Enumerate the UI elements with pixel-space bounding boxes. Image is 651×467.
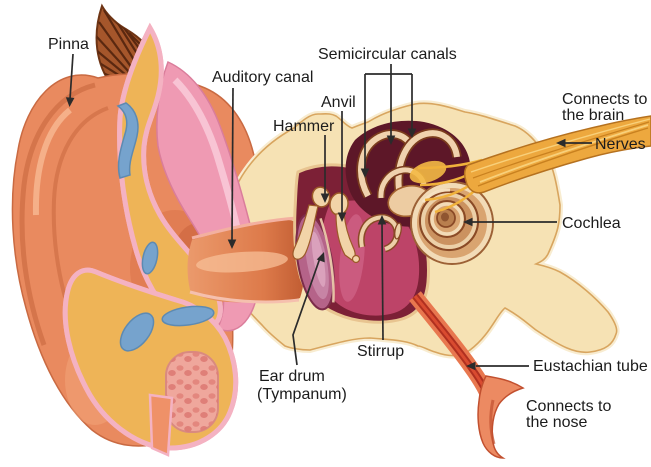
stirrup-bone	[357, 213, 402, 253]
annotations: Pinna Auditory canal Semicircular canals…	[48, 36, 648, 431]
anvil-arrowhead	[337, 212, 347, 222]
stirrup-arrowhead	[377, 215, 387, 225]
cartilage-mid	[141, 241, 159, 275]
nerve-bundle	[463, 115, 651, 194]
semicircular-arrowhead-1	[360, 168, 370, 178]
nerves-label: Nerves	[595, 136, 646, 153]
semicircular-arrowhead-2	[386, 135, 396, 145]
anvil-label: Anvil	[321, 94, 356, 111]
ear-drum-pointer	[292, 257, 321, 366]
ear-drum-arrowhead	[316, 252, 325, 263]
hammer-arrowhead	[320, 193, 330, 203]
auditory-canal-label: Auditory canal	[212, 69, 313, 86]
semicircular-canals-label: Semicircular canals	[318, 46, 457, 63]
canal-wall-tail	[148, 393, 174, 457]
connects-brain-label-line2: the brain	[562, 107, 624, 124]
cochlea-label: Cochlea	[562, 215, 621, 232]
hammer-label: Hammer	[273, 118, 335, 135]
auditory-canal	[187, 216, 305, 304]
semicircular-canals-bracket	[364, 64, 413, 170]
connects-nose-label-line1: Connects to	[526, 398, 611, 415]
eustachian-tube-label: Eustachian tube	[533, 358, 648, 375]
pinna-label: Pinna	[48, 36, 89, 53]
nerves-arrowhead	[556, 138, 566, 148]
stirrup-label: Stirrup	[357, 343, 404, 360]
anvil-bone	[329, 192, 361, 264]
connects-brain-label-line1: Connects to	[562, 91, 647, 108]
cartilage-upper	[116, 102, 139, 179]
cartilage-lobe-left	[119, 312, 155, 352]
cartilage-pieces	[116, 102, 215, 352]
cochlea-arrowhead	[463, 217, 473, 227]
stirrup-pointer	[381, 222, 384, 341]
auditory-canal-arrowhead	[227, 239, 237, 249]
ear-drum-label-line1: Ear drum	[259, 368, 325, 385]
semicircular-canal-loops	[356, 128, 462, 199]
auditory-canal-pointer	[231, 87, 234, 242]
connects-nose-label-line2: the nose	[526, 414, 587, 431]
lobe-marbled-tissue	[165, 351, 219, 433]
ear-drum-label-line2: (Tympanum)	[257, 386, 347, 403]
pinna-pointer	[69, 53, 74, 100]
semicircular-arrowhead-3	[407, 128, 417, 138]
eustachian-tube-flare	[477, 375, 525, 459]
pinna-arrowhead	[65, 97, 75, 107]
cartilage-lobe-right	[161, 305, 215, 327]
eustachian-tube-arrowhead	[466, 361, 476, 371]
